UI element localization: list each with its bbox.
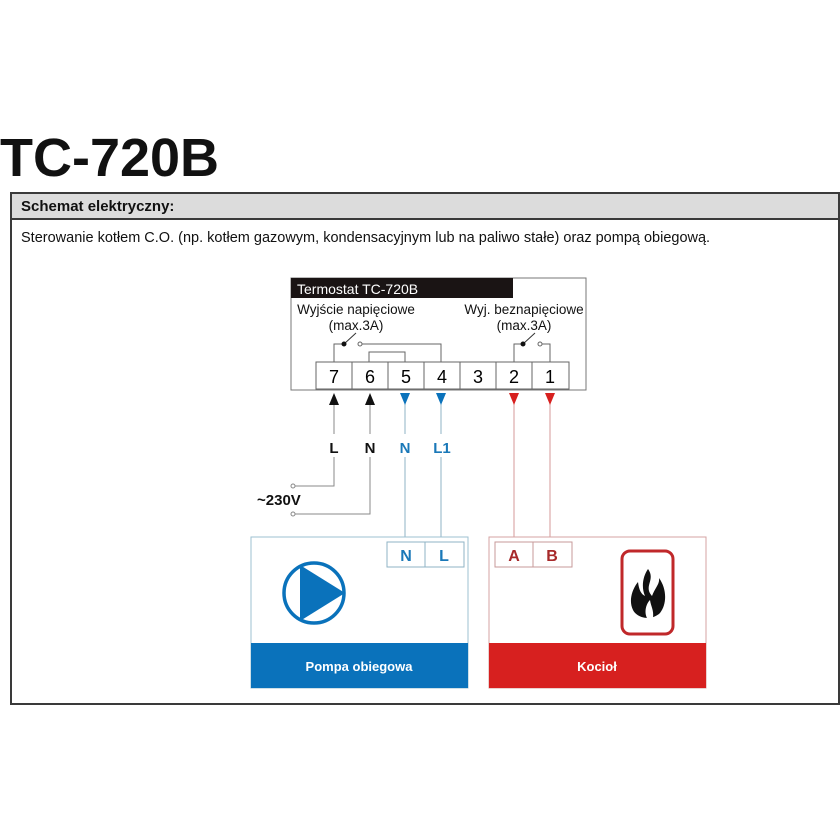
page-title: TC-720B (0, 128, 220, 188)
pump-icon (282, 561, 346, 625)
boiler-name: Kocioł (577, 659, 617, 674)
boiler-wires (509, 393, 555, 542)
terminal-7: 7 (329, 367, 339, 387)
thermostat-box: Termostat TC-720B Wyjście napięciowe (ma… (290, 277, 587, 391)
wire-label-pump-N: N (400, 440, 411, 457)
wire-label-N: N (365, 440, 376, 457)
arrow-down-icon (400, 393, 410, 405)
pump-device: Pompa obiegowa N L (250, 536, 469, 689)
supply-wires: L N ~230V (257, 393, 376, 517)
arrow-down-icon (545, 393, 555, 405)
pump-terminal-N: N (400, 548, 412, 565)
section-header: Schemat elektryczny: (12, 194, 838, 220)
pump-name: Pompa obiegowa (306, 659, 414, 674)
relay-switch-voltage-icon (333, 332, 442, 362)
pump-terminal-L: L (439, 548, 449, 565)
arrow-down-icon (509, 393, 519, 405)
voltage-output-label: Wyjście napięciowe (297, 302, 415, 317)
dry-output-max: (max.3A) (497, 318, 552, 333)
wire-label-pump-L1: L1 (433, 440, 451, 457)
terminal-1: 1 (545, 367, 555, 387)
flame-icon (620, 549, 675, 636)
terminal-6: 6 (365, 367, 375, 387)
schematic-panel: Schemat elektryczny: Sterowanie kotłem C… (10, 192, 840, 705)
terminal-4: 4 (437, 367, 447, 387)
boiler-terminal-A: A (508, 548, 520, 565)
relay-switch-dry-icon (513, 332, 551, 362)
terminal-5: 5 (401, 367, 411, 387)
terminal-strip: 7 6 5 4 3 2 1 (315, 361, 570, 390)
description-text: Sterowanie kotłem C.O. (np. kotłem gazow… (21, 230, 711, 246)
thermostat-label: Termostat TC-720B (297, 281, 418, 297)
voltage-output-max: (max.3A) (329, 318, 384, 333)
arrow-up-icon (365, 393, 375, 405)
supply-voltage-label: ~230V (257, 492, 301, 509)
terminal-3: 3 (473, 367, 483, 387)
boiler-device: Kocioł A B (488, 536, 707, 689)
pump-wires: N L1 (400, 393, 451, 542)
dry-output-label: Wyj. beznapięciowe (464, 302, 583, 317)
section-header-label: Schemat elektryczny: (21, 198, 175, 215)
wire-label-L: L (329, 440, 338, 457)
arrow-down-icon (436, 393, 446, 405)
terminal-2: 2 (509, 367, 519, 387)
arrow-up-icon (329, 393, 339, 405)
boiler-terminal-B: B (546, 548, 558, 565)
